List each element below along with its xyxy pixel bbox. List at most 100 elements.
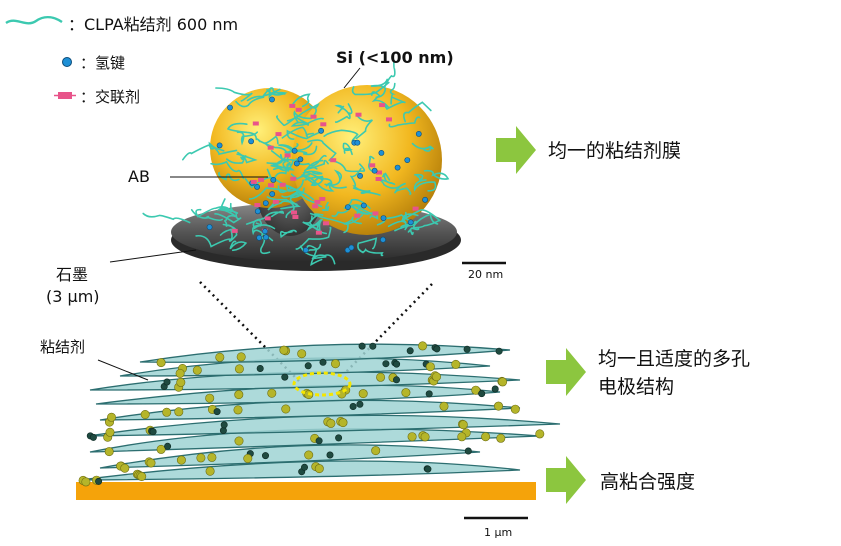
particle-dot [140, 409, 150, 419]
particle-dot [297, 349, 307, 359]
particle-dot [330, 359, 340, 369]
legend: ：CLPA粘结剂 600 nm ：氢键 ：交联剂 [5, 15, 238, 106]
hbond-dot [227, 104, 233, 111]
binder-pointer [97, 359, 149, 381]
hbond-dot [256, 234, 263, 241]
binder-fiber [388, 116, 421, 128]
hbond-dot [297, 156, 304, 163]
particle-dot [326, 451, 334, 459]
binder-fiber [236, 131, 258, 146]
binder-fiber [208, 141, 238, 156]
arrow-icon [546, 456, 586, 504]
binder-fiber [252, 224, 274, 242]
hbond-dot [254, 183, 260, 190]
particle-dot [120, 463, 130, 473]
particle-dot [234, 436, 244, 446]
crosslinker-mark [330, 158, 337, 163]
top-illustration [142, 59, 461, 271]
crosslinker-mark [231, 228, 238, 233]
binder-fiber [222, 220, 238, 233]
binder-fiber [329, 159, 366, 173]
hbond-dot [357, 172, 363, 179]
binder-fiber [281, 126, 314, 139]
binder-fiber [256, 138, 289, 159]
crosslinker-mark [268, 183, 274, 188]
crosslinker-mark [386, 117, 392, 122]
binder-fiber [293, 107, 317, 124]
binder-fiber-network [142, 59, 450, 266]
binder-fiber [270, 153, 287, 169]
hbond-dot [371, 167, 378, 174]
binder-fiber [411, 142, 434, 152]
particle-dot [496, 433, 506, 443]
binder-fiber [343, 198, 371, 210]
particle-dot [376, 372, 386, 382]
particle-dot [146, 458, 156, 468]
particle-dot [493, 401, 503, 411]
binder-fiber [349, 167, 368, 193]
particle-dot [420, 432, 430, 442]
crosslinker-mark [272, 199, 279, 204]
binder-fiber [302, 170, 324, 181]
binder-fiber [413, 179, 437, 192]
binder-fiber [267, 200, 298, 211]
particle-dot [424, 465, 432, 473]
graphite-flake [139, 343, 511, 363]
hbond-dot [394, 164, 401, 171]
crosslinker-mark [323, 221, 329, 226]
binder-fiber [343, 214, 364, 225]
result-1: 均一的粘结剂膜 [496, 126, 681, 174]
particle-dot [234, 364, 244, 374]
binder-fiber [270, 150, 294, 173]
binder-fiber [195, 228, 233, 248]
binder-fiber [266, 196, 295, 219]
graphite-flake [99, 444, 481, 469]
particle-dot [478, 390, 486, 398]
hbond-dot [407, 219, 414, 226]
particle-dot [192, 365, 202, 375]
particle-dot [220, 421, 228, 429]
particle-dot [81, 477, 91, 487]
particle-dot [425, 390, 433, 398]
binder-fiber [309, 212, 349, 234]
particle-dot [433, 345, 441, 353]
binder-fiber [273, 161, 294, 183]
legend-hbond-label: ：氢键 [80, 54, 125, 72]
particle-dot [382, 360, 390, 368]
crosslinker-mark [379, 103, 386, 108]
binder-fiber [252, 218, 276, 230]
particle-dot [176, 377, 186, 387]
hbond-dot [380, 236, 386, 243]
particle-dot [495, 347, 503, 355]
crosslinker-mark [412, 206, 419, 211]
particle-dot [243, 453, 253, 463]
particle-dot [358, 342, 366, 350]
crosslinker-mark [320, 122, 327, 127]
binder-fiber [384, 59, 396, 88]
binder-fiber-legend-icon [5, 15, 63, 25]
binder-fiber [407, 227, 420, 236]
particle-dot [458, 420, 468, 430]
crosslinker-mark [369, 163, 376, 168]
binder-fiber [278, 142, 313, 152]
hbond-dot [216, 142, 223, 149]
particle-dot [510, 404, 520, 414]
binder-fiber [403, 101, 432, 123]
particle-dot [107, 412, 117, 422]
particle-dot [234, 390, 244, 400]
particle-dot [174, 407, 184, 417]
legend-crosslinker-label: ：交联剂 [80, 88, 140, 106]
crosslinker-mark [258, 177, 264, 182]
particle-dot [535, 429, 545, 439]
particle-dot [358, 389, 368, 399]
particle-dot [471, 385, 481, 395]
hbond-dot [344, 204, 351, 210]
particle-dot [281, 373, 289, 381]
binder-fiber [357, 237, 378, 254]
result-2-text-line1: 均一且适度的多孔 [598, 348, 750, 370]
binder-fiber [367, 155, 376, 174]
zoom-highlight [292, 371, 352, 397]
binder-fiber [290, 117, 324, 127]
particle-dot [196, 453, 206, 463]
hbond-dot [248, 138, 254, 145]
